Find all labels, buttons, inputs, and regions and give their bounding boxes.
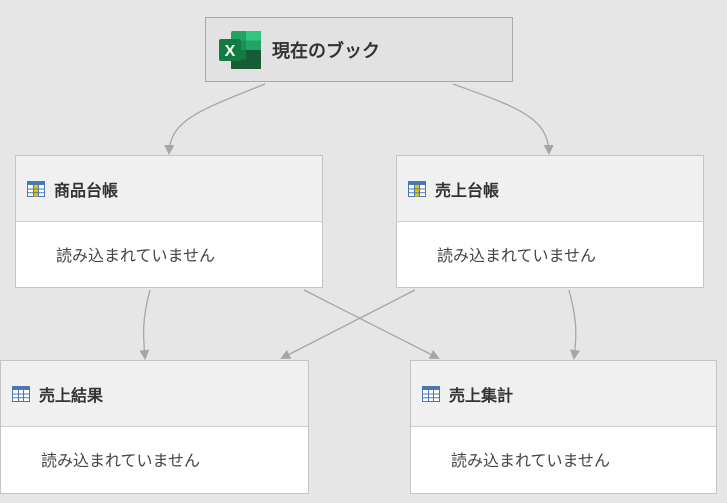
edge-uriage-daicho-uriage-kekka: [280, 289, 416, 359]
node-uriage-kekka[interactable]: 売上結果 読み込まれていません: [0, 360, 309, 494]
excel-icon-letter: X: [225, 43, 236, 60]
node-header: 売上台帳: [397, 156, 703, 222]
node-status: 読み込まれていません: [41, 451, 201, 470]
edge-root-shohin: [164, 83, 266, 155]
edge-uriage-daicho-uriage-shukei: [568, 289, 580, 360]
excel-icon: X: [217, 30, 263, 70]
node-title: 売上台帳: [435, 180, 500, 200]
table-icon: [12, 385, 30, 402]
node-shohin-daicho[interactable]: 商品台帳 読み込まれていません: [15, 155, 323, 288]
node-status: 読み込まれていません: [451, 451, 611, 470]
node-current-workbook[interactable]: X 現在のブック: [205, 17, 513, 82]
table-icon: [422, 385, 440, 402]
table-icon: [27, 180, 45, 197]
node-uriage-daicho[interactable]: 売上台帳 読み込まれていません: [396, 155, 704, 288]
node-status: 読み込まれていません: [437, 246, 597, 265]
node-title: 売上結果: [39, 385, 104, 405]
edge-shohin-uriage-kekka: [139, 289, 151, 360]
node-header: 売上集計: [411, 361, 716, 427]
node-header: 売上結果: [1, 361, 308, 427]
edge-shohin-uriage-shukei: [303, 289, 440, 359]
node-status: 読み込まれていません: [56, 246, 216, 265]
edge-root-uriage-daicho: [452, 83, 554, 155]
node-header: 商品台帳: [16, 156, 322, 222]
node-title: 商品台帳: [54, 180, 119, 200]
node-title: 現在のブック: [272, 40, 380, 62]
node-title: 売上集計: [449, 385, 514, 405]
node-uriage-shukei[interactable]: 売上集計 読み込まれていません: [410, 360, 717, 494]
table-icon: [408, 180, 426, 197]
